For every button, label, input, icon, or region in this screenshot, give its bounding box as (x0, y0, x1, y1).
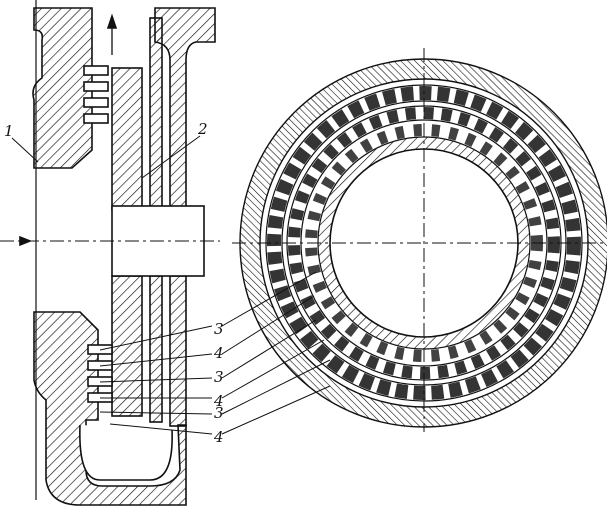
label-3-c: 3 (214, 404, 224, 422)
leader-lines (11, 135, 331, 435)
label-4-c: 4 (213, 428, 224, 446)
label-3-b: 3 (214, 368, 224, 386)
rotor-upper (111, 67, 143, 211)
label-2: 2 (197, 120, 208, 138)
outer-wall-lower (169, 275, 187, 427)
ring-view (232, 48, 607, 432)
housing-lower (33, 311, 187, 506)
seal-teeth-upper (83, 65, 109, 124)
housing-upper (32, 7, 93, 169)
label-3-a: 3 (214, 320, 224, 338)
label-4-b: 4 (213, 392, 224, 410)
section-view (0, 0, 220, 506)
label-1: 1 (4, 122, 14, 140)
part-labels: 1 2 3 4 3 4 3 4 (4, 120, 224, 446)
label-4-a: 4 (213, 344, 224, 362)
top-flange (154, 7, 216, 211)
